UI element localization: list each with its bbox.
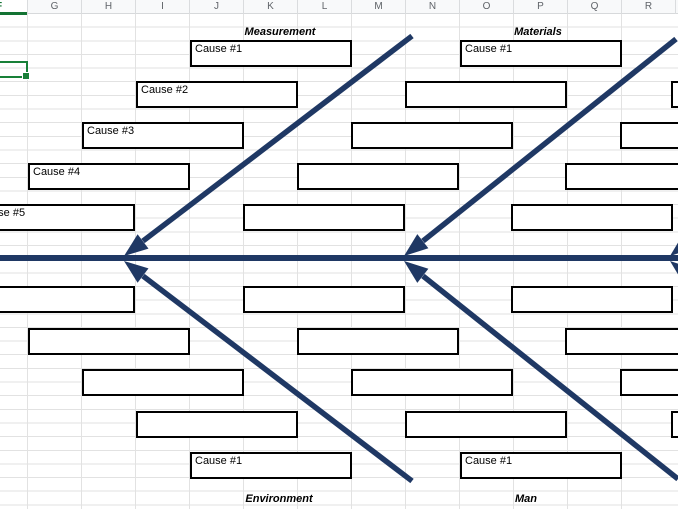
cause-box[interactable]: Cause #1 [460,39,622,67]
cause-box[interactable] [0,286,135,313]
cause-box[interactable] [671,410,678,438]
column-header-j[interactable]: J [190,0,244,14]
category-label-measurement: Measurement [244,26,316,38]
column-header-label: I [161,1,164,12]
column-header-q[interactable]: Q [568,0,622,14]
cause-box[interactable]: Cause #5 [0,203,135,231]
cause-box[interactable] [351,121,513,149]
active-cell-selection [0,61,30,80]
cause-box[interactable] [405,80,567,108]
cause-box[interactable] [82,369,244,396]
cause-box[interactable] [620,369,678,396]
column-header-k[interactable]: K [244,0,298,14]
column-header-row: F G H I J K L M N O P Q R [0,0,678,15]
cause-box[interactable]: Cause #1 [190,39,352,67]
cause-box[interactable] [565,327,678,355]
column-header-label: F [0,1,2,12]
column-header-label: L [321,1,328,12]
column-header-label: J [214,1,219,12]
category-label-man: Man [515,493,537,505]
column-header-label: Q [590,1,599,12]
cause-box-label: Cause #4 [33,165,81,178]
sheet-grid[interactable] [0,14,678,509]
column-header-label: M [374,1,383,12]
cause-box[interactable]: Cause #4 [28,162,190,190]
column-header-i[interactable]: I [136,0,190,14]
column-header-p[interactable]: P [514,0,568,14]
column-header-g[interactable]: G [28,0,82,14]
cause-box[interactable] [405,410,567,438]
cause-box-label: Cause #1 [195,455,243,467]
cause-box[interactable]: Cause #3 [82,121,244,149]
column-header-m[interactable]: M [352,0,406,14]
column-header-label: P [537,1,544,12]
cause-box[interactable] [297,162,459,190]
cause-box[interactable] [511,203,673,231]
cause-box[interactable] [136,410,298,438]
column-header-label: H [104,1,113,12]
cause-box[interactable]: Cause #1 [460,452,622,479]
column-header-h[interactable]: H [82,0,136,14]
cause-box[interactable]: Cause #1 [190,452,352,479]
cause-box[interactable] [620,121,678,149]
cause-box[interactable]: Cause #2 [136,80,298,108]
column-header-label: K [267,1,274,12]
column-header-label: G [50,1,59,12]
column-header-label: N [428,1,437,12]
cause-box-label: Cause #2 [141,83,189,96]
column-header-l[interactable]: L [298,0,352,14]
column-header-f[interactable]: F [0,0,28,15]
cause-box[interactable] [243,203,405,231]
cause-box[interactable] [297,327,459,355]
column-header-label: R [644,1,653,12]
category-label-environment: Environment [245,493,313,505]
cause-box-label: Cause #1 [195,42,243,55]
cause-box[interactable] [243,286,405,313]
cause-box-label: Cause #1 [465,455,513,467]
cause-box[interactable] [28,327,190,355]
column-header-n[interactable]: N [406,0,460,14]
column-header-o[interactable]: O [460,0,514,14]
cause-box-label: Cause #5 [0,206,26,219]
cause-box[interactable] [511,286,673,313]
cause-box-label: Cause #1 [465,42,513,55]
column-header-label: O [482,1,491,12]
category-label-materials: Materials [514,26,562,38]
cause-box-label: Cause #3 [87,124,135,137]
fill-handle[interactable] [22,72,30,80]
cause-box[interactable] [351,369,513,396]
cause-box[interactable] [671,80,678,108]
column-header-r[interactable]: R [622,0,676,14]
cause-box[interactable] [565,162,678,190]
